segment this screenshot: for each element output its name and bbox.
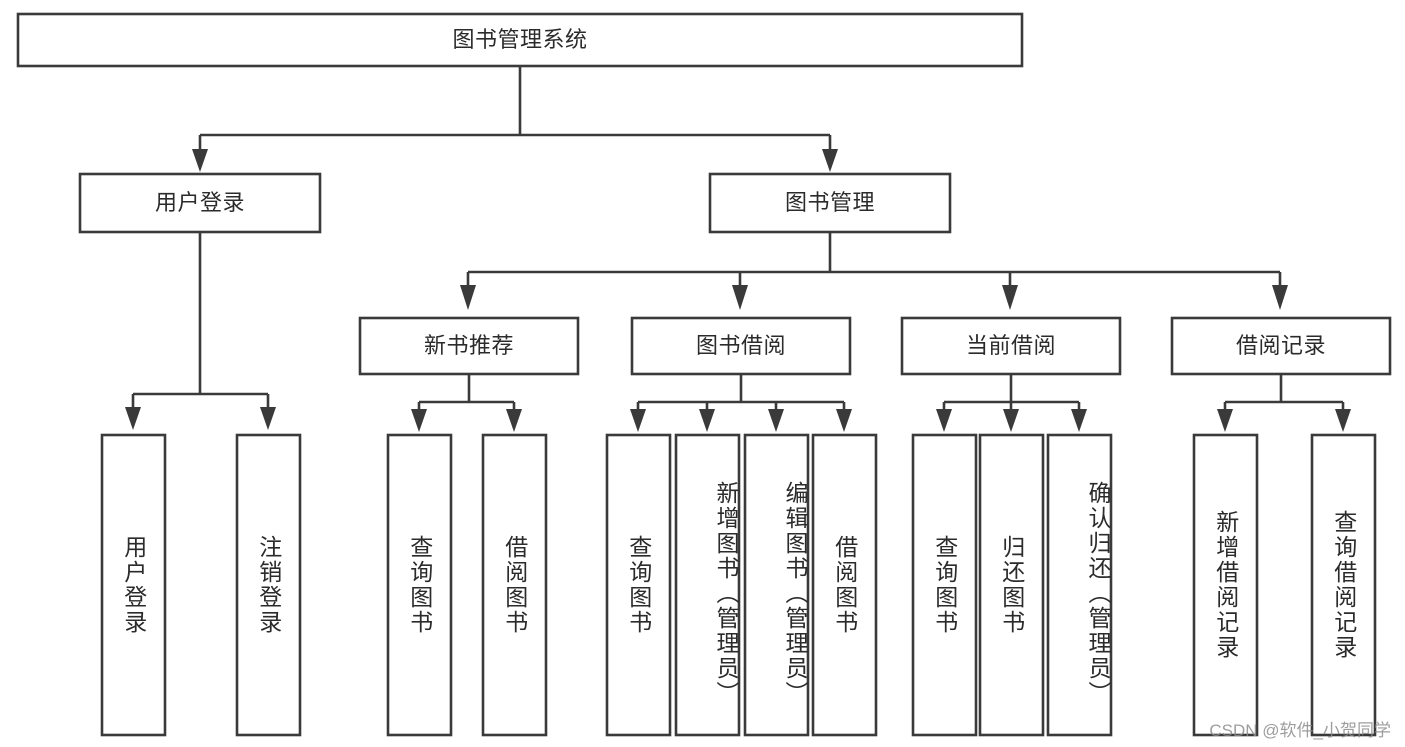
arrowhead-to-borrow-record (1272, 285, 1288, 310)
node-box-current-borrow[interactable] (900, 316, 1122, 376)
node-box-leaf-add-book[interactable] (674, 433, 741, 737)
connector-borrow-record-to-bus (1223, 374, 1345, 412)
node-box-user-login[interactable] (78, 172, 322, 234)
node-box-leaf-query-record[interactable] (1310, 433, 1377, 737)
arrowhead-to-leaf-query-book-3 (936, 409, 952, 432)
connector-root-to-bus (198, 66, 832, 152)
arrowhead-to-leaf-borrow-book-2 (836, 409, 852, 432)
arrowhead-to-leaf-query-book-1 (411, 409, 427, 432)
connector-user-login-to-bus (131, 232, 270, 410)
node-box-leaf-borrow-book-1[interactable] (481, 433, 548, 737)
node-box-leaf-query-book-3[interactable] (911, 433, 978, 737)
node-box-leaf-query-book-2[interactable] (605, 433, 672, 737)
arrowhead-to-leaf-add-book (699, 409, 715, 432)
connector-current-borrow-to-bus (942, 374, 1081, 412)
arrowhead-to-leaf-return-book (1003, 409, 1019, 432)
node-box-root[interactable] (16, 12, 1024, 68)
node-box-borrow-record[interactable] (1170, 316, 1392, 376)
connector-new-book-rec-to-bus (417, 374, 516, 412)
node-box-leaf-borrow-book-2[interactable] (811, 433, 878, 737)
connector-book-borrow-to-bus (636, 374, 846, 412)
connector-book-manage-to-bus (466, 232, 1282, 288)
node-box-book-borrow[interactable] (630, 316, 852, 376)
node-box-leaf-logout[interactable] (235, 433, 302, 737)
arrowhead-to-user-login (192, 149, 208, 172)
arrowhead-to-leaf-borrow-book-1 (506, 409, 522, 432)
arrowhead-to-leaf-query-book-2 (630, 409, 646, 432)
arrowhead-to-leaf-query-record (1335, 409, 1351, 432)
node-box-leaf-query-book-1[interactable] (386, 433, 453, 737)
node-box-leaf-edit-book[interactable] (743, 433, 810, 737)
arrowhead-to-leaf-logout (260, 407, 276, 430)
node-box-leaf-add-record[interactable] (1192, 433, 1259, 737)
arrowhead-to-leaf-user-login (125, 407, 141, 430)
arrowhead-to-leaf-edit-book (768, 409, 784, 432)
arrowhead-to-leaf-add-record (1217, 409, 1233, 432)
arrowhead-to-leaf-confirm-return (1071, 409, 1087, 432)
node-box-leaf-confirm-return[interactable] (1046, 433, 1113, 737)
node-box-book-manage[interactable] (708, 172, 952, 234)
arrowhead-to-book-borrow (732, 285, 748, 310)
node-box-new-book-rec[interactable] (358, 316, 580, 376)
arrowhead-to-new-book-rec (460, 285, 476, 310)
node-box-leaf-return-book[interactable] (978, 433, 1045, 737)
arrowhead-to-book-manage (822, 149, 838, 172)
csdn-watermark: CSDN @软件_小贺同学 (1209, 721, 1391, 740)
node-box-leaf-user-login[interactable] (100, 433, 167, 737)
arrowhead-to-current-borrow (1002, 285, 1018, 310)
